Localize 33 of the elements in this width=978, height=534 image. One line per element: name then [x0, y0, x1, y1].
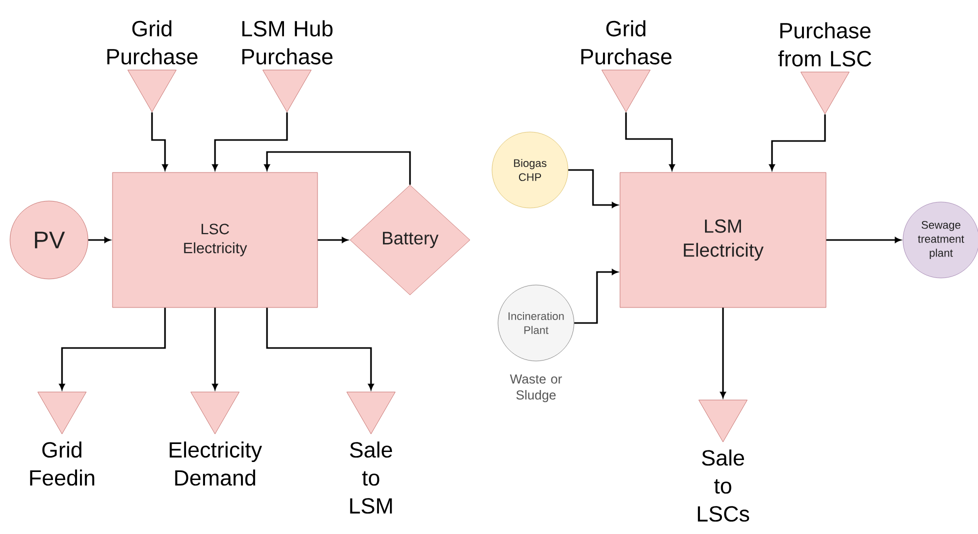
arrow: [212, 308, 218, 390]
arrow: [266, 308, 374, 390]
arrow: [625, 112, 675, 170]
process-box: LSM Electricity: [620, 172, 826, 308]
node-label: Electricity Demand: [170, 442, 262, 486]
flow-triangle: Sale to LSCs: [698, 400, 750, 522]
flow-triangle: Grid Feedin: [30, 392, 94, 486]
arrow: [151, 112, 168, 170]
node-label: Grid Purchase: [581, 20, 672, 64]
flow-triangle: Grid Purchase: [107, 20, 198, 112]
flow-triangle: Grid Purchase: [581, 20, 672, 112]
arrow: [212, 112, 288, 170]
flow-triangle: LSM Hub Purchase: [242, 20, 333, 112]
flow-triangle: Purchase from LSC: [778, 22, 872, 114]
flow-triangle: Sale to LSM: [346, 392, 396, 514]
flow-triangle: Electricity Demand: [170, 392, 262, 486]
arrow: [59, 308, 166, 390]
arrow: [574, 269, 618, 324]
arrow: [826, 237, 901, 243]
node-label: Grid Purchase: [107, 20, 198, 64]
arrow: [568, 169, 618, 208]
process-box: LSC Electricity: [112, 172, 318, 308]
arrow: [88, 237, 110, 243]
arrow: [318, 237, 348, 243]
arrow: [720, 308, 726, 398]
node-label: Purchase from LSC: [778, 22, 872, 66]
arrow: [769, 114, 826, 170]
node-label: Sale to LSCs: [698, 450, 750, 522]
node-label: Sale to LSM: [350, 442, 392, 514]
beside-note: Waste or Sludge: [510, 374, 562, 402]
arrow: [264, 151, 411, 185]
node-label: LSM Hub Purchase: [242, 20, 333, 64]
node-label: Grid Feedin: [30, 442, 94, 486]
